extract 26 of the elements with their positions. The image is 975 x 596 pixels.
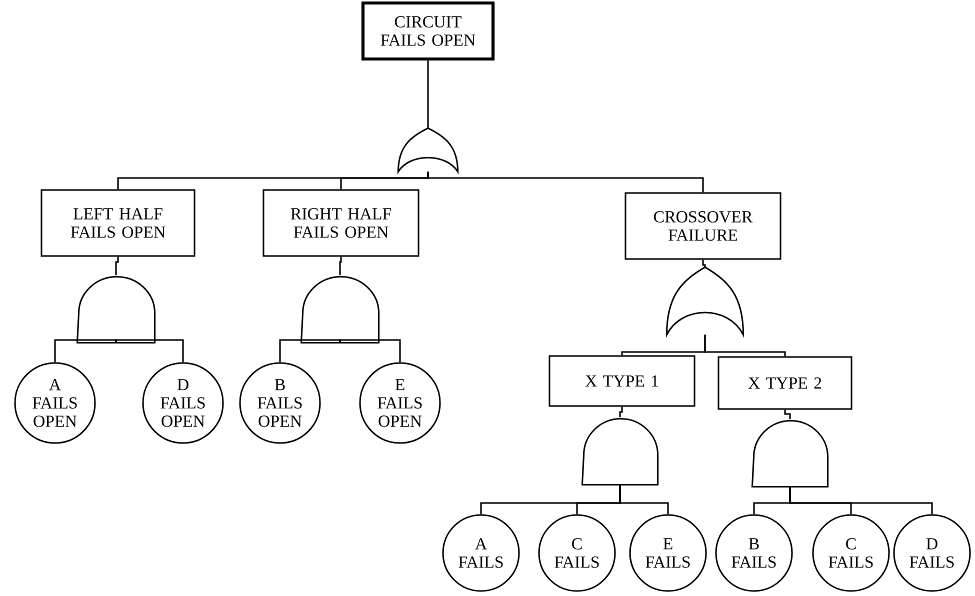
or-gate xyxy=(397,127,459,173)
connector-line xyxy=(619,406,623,418)
event-box: CROSSOVER FAILURE xyxy=(624,192,782,260)
and-gate xyxy=(300,276,380,344)
event-box: X TYPE 1 xyxy=(548,355,696,407)
connector-line xyxy=(279,339,341,362)
connector-line xyxy=(704,334,786,356)
connector-line xyxy=(702,260,706,268)
connector-line xyxy=(427,60,429,128)
event-box: RIGHT HALF FAILS OPEN xyxy=(262,189,420,257)
connector-line xyxy=(339,256,342,276)
connector-line xyxy=(54,339,117,362)
connector-line xyxy=(789,486,933,514)
and-gate xyxy=(581,418,659,486)
and-gate xyxy=(76,276,156,344)
connector-line xyxy=(339,339,401,362)
event-box: CIRCUIT FAILS OPEN xyxy=(361,1,495,61)
connector-line xyxy=(115,256,119,276)
or-gate xyxy=(666,266,744,336)
connector-line xyxy=(115,339,184,362)
and-gate xyxy=(751,420,829,488)
connector-line xyxy=(784,410,791,420)
event-box: LEFT HALF FAILS OPEN xyxy=(40,189,196,257)
connector-line xyxy=(619,484,669,514)
connector-line xyxy=(427,172,704,192)
event-box: X TYPE 2 xyxy=(718,356,852,410)
